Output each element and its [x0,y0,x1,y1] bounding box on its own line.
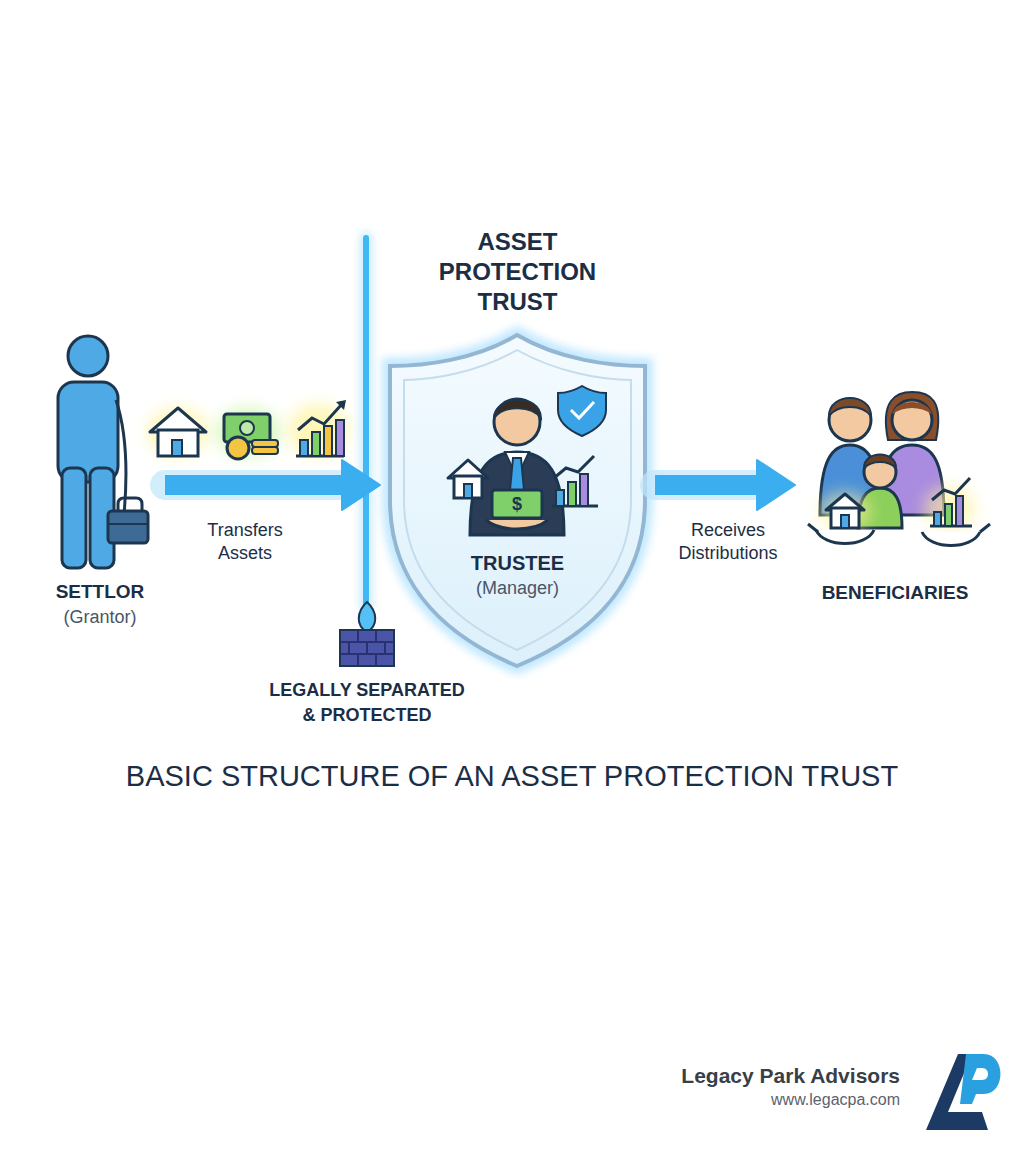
firewall-icon [384,642,386,654]
node-label: TRUSTEE [380,551,655,576]
family-figure [956,496,963,526]
family-figure [816,530,874,544]
node-heading: ASSET PROTECTION TRUST [413,227,623,317]
trustee-figure [571,402,594,418]
family-figure [934,512,941,526]
connector-group [165,460,380,510]
node-label: BENEFICIARIES [795,581,995,605]
settlor-figure [68,336,108,376]
trustee-figure [580,474,588,506]
trustee-figure [486,520,548,529]
asset-icons [252,440,278,447]
firewall-icon [366,642,368,654]
family-figure [886,392,938,440]
family-figure [892,402,932,414]
trustee-figure [556,490,564,506]
diagram-title: BASIC STRUCTURE OF AN ASSET PROTECTION T… [12,758,1012,794]
family-figure [829,399,871,441]
family-figure [829,398,871,416]
settlor-figure [62,468,86,568]
asset-icons [227,437,249,459]
node-label: SETTLOR [35,580,165,604]
asset-icons [312,432,320,456]
currency-symbol: $ [512,494,522,514]
asset-icons [298,404,342,430]
family-figure [892,400,932,440]
family-figure [808,392,990,546]
asset-icons [336,420,344,456]
family-figure [932,478,970,500]
shield-outline [404,350,631,650]
trustee-figure [494,399,540,445]
trustee-figure [454,476,482,498]
edge-label: Transfers Assets [185,519,305,565]
shield-outline [390,335,645,666]
asset-icons [240,421,254,435]
trustee-figure [494,400,541,418]
family-figure [819,492,871,532]
trustee-figure [554,456,594,478]
separation-line [363,235,369,610]
trustee-figure [492,490,542,518]
asset-icons [300,440,308,456]
asset-icons [288,404,348,456]
separation-line [360,232,372,612]
company-logo [926,1054,1001,1130]
firewall-icon [357,630,359,642]
family-figure [841,515,849,528]
shield-outline [390,335,645,666]
asset-icons [158,430,198,456]
company-name: Legacy Park Advisors [600,1064,900,1088]
trustee-figure [470,452,564,535]
firewall-icon [357,654,359,666]
shield-outline [390,335,645,666]
asset-icons [336,400,346,410]
firewall-icon [359,602,376,632]
family-figure [922,532,980,546]
trustee-figure [558,386,606,436]
asset-icons [148,408,208,456]
node-group: SETTLOR(Grantor) [35,320,165,630]
family-figure [980,524,990,532]
arrow-head [757,460,795,510]
separation-line [360,232,372,612]
asset-icons [150,408,206,432]
asset-icons [172,440,182,456]
family-figure [831,508,859,528]
arrow-head [342,460,380,510]
family-figure [808,524,818,532]
company-url: www.legacpa.com [600,1090,900,1110]
company-logo [960,1054,1001,1104]
node-label: (Grantor) [35,606,165,629]
asset-icons [324,426,332,456]
trustee-figure [568,482,576,506]
asset-icons [148,400,348,459]
connector-glow [165,470,346,500]
family-figure [864,455,896,469]
flow-arrow [165,475,346,495]
firewall-icon [375,654,377,666]
firewall-icon [340,630,394,666]
connector-glow [655,470,761,500]
settlor-figure [108,523,148,525]
connector-group [655,460,795,510]
boundary-label: LEGALLY SEPARATED & PROTECTED [262,678,472,728]
node-group: BENEFICIARIES [795,390,995,615]
asset-icons [252,447,278,454]
node-label: (Manager) [380,577,655,600]
settlor-figure [108,511,148,543]
family-figure [945,504,952,526]
settlor-figure [58,336,148,568]
trustee-figure: $ [448,386,606,535]
firewall-icon [375,630,377,642]
trustee-figure [464,484,472,498]
node-group: ASSET PROTECTION TRUST TRUSTEE(Manager) [380,225,655,665]
flow-arrow [655,475,761,495]
edge-label: Receives Distributions [663,519,793,565]
firewall-icon [340,602,394,666]
firewall-icon [348,642,350,654]
